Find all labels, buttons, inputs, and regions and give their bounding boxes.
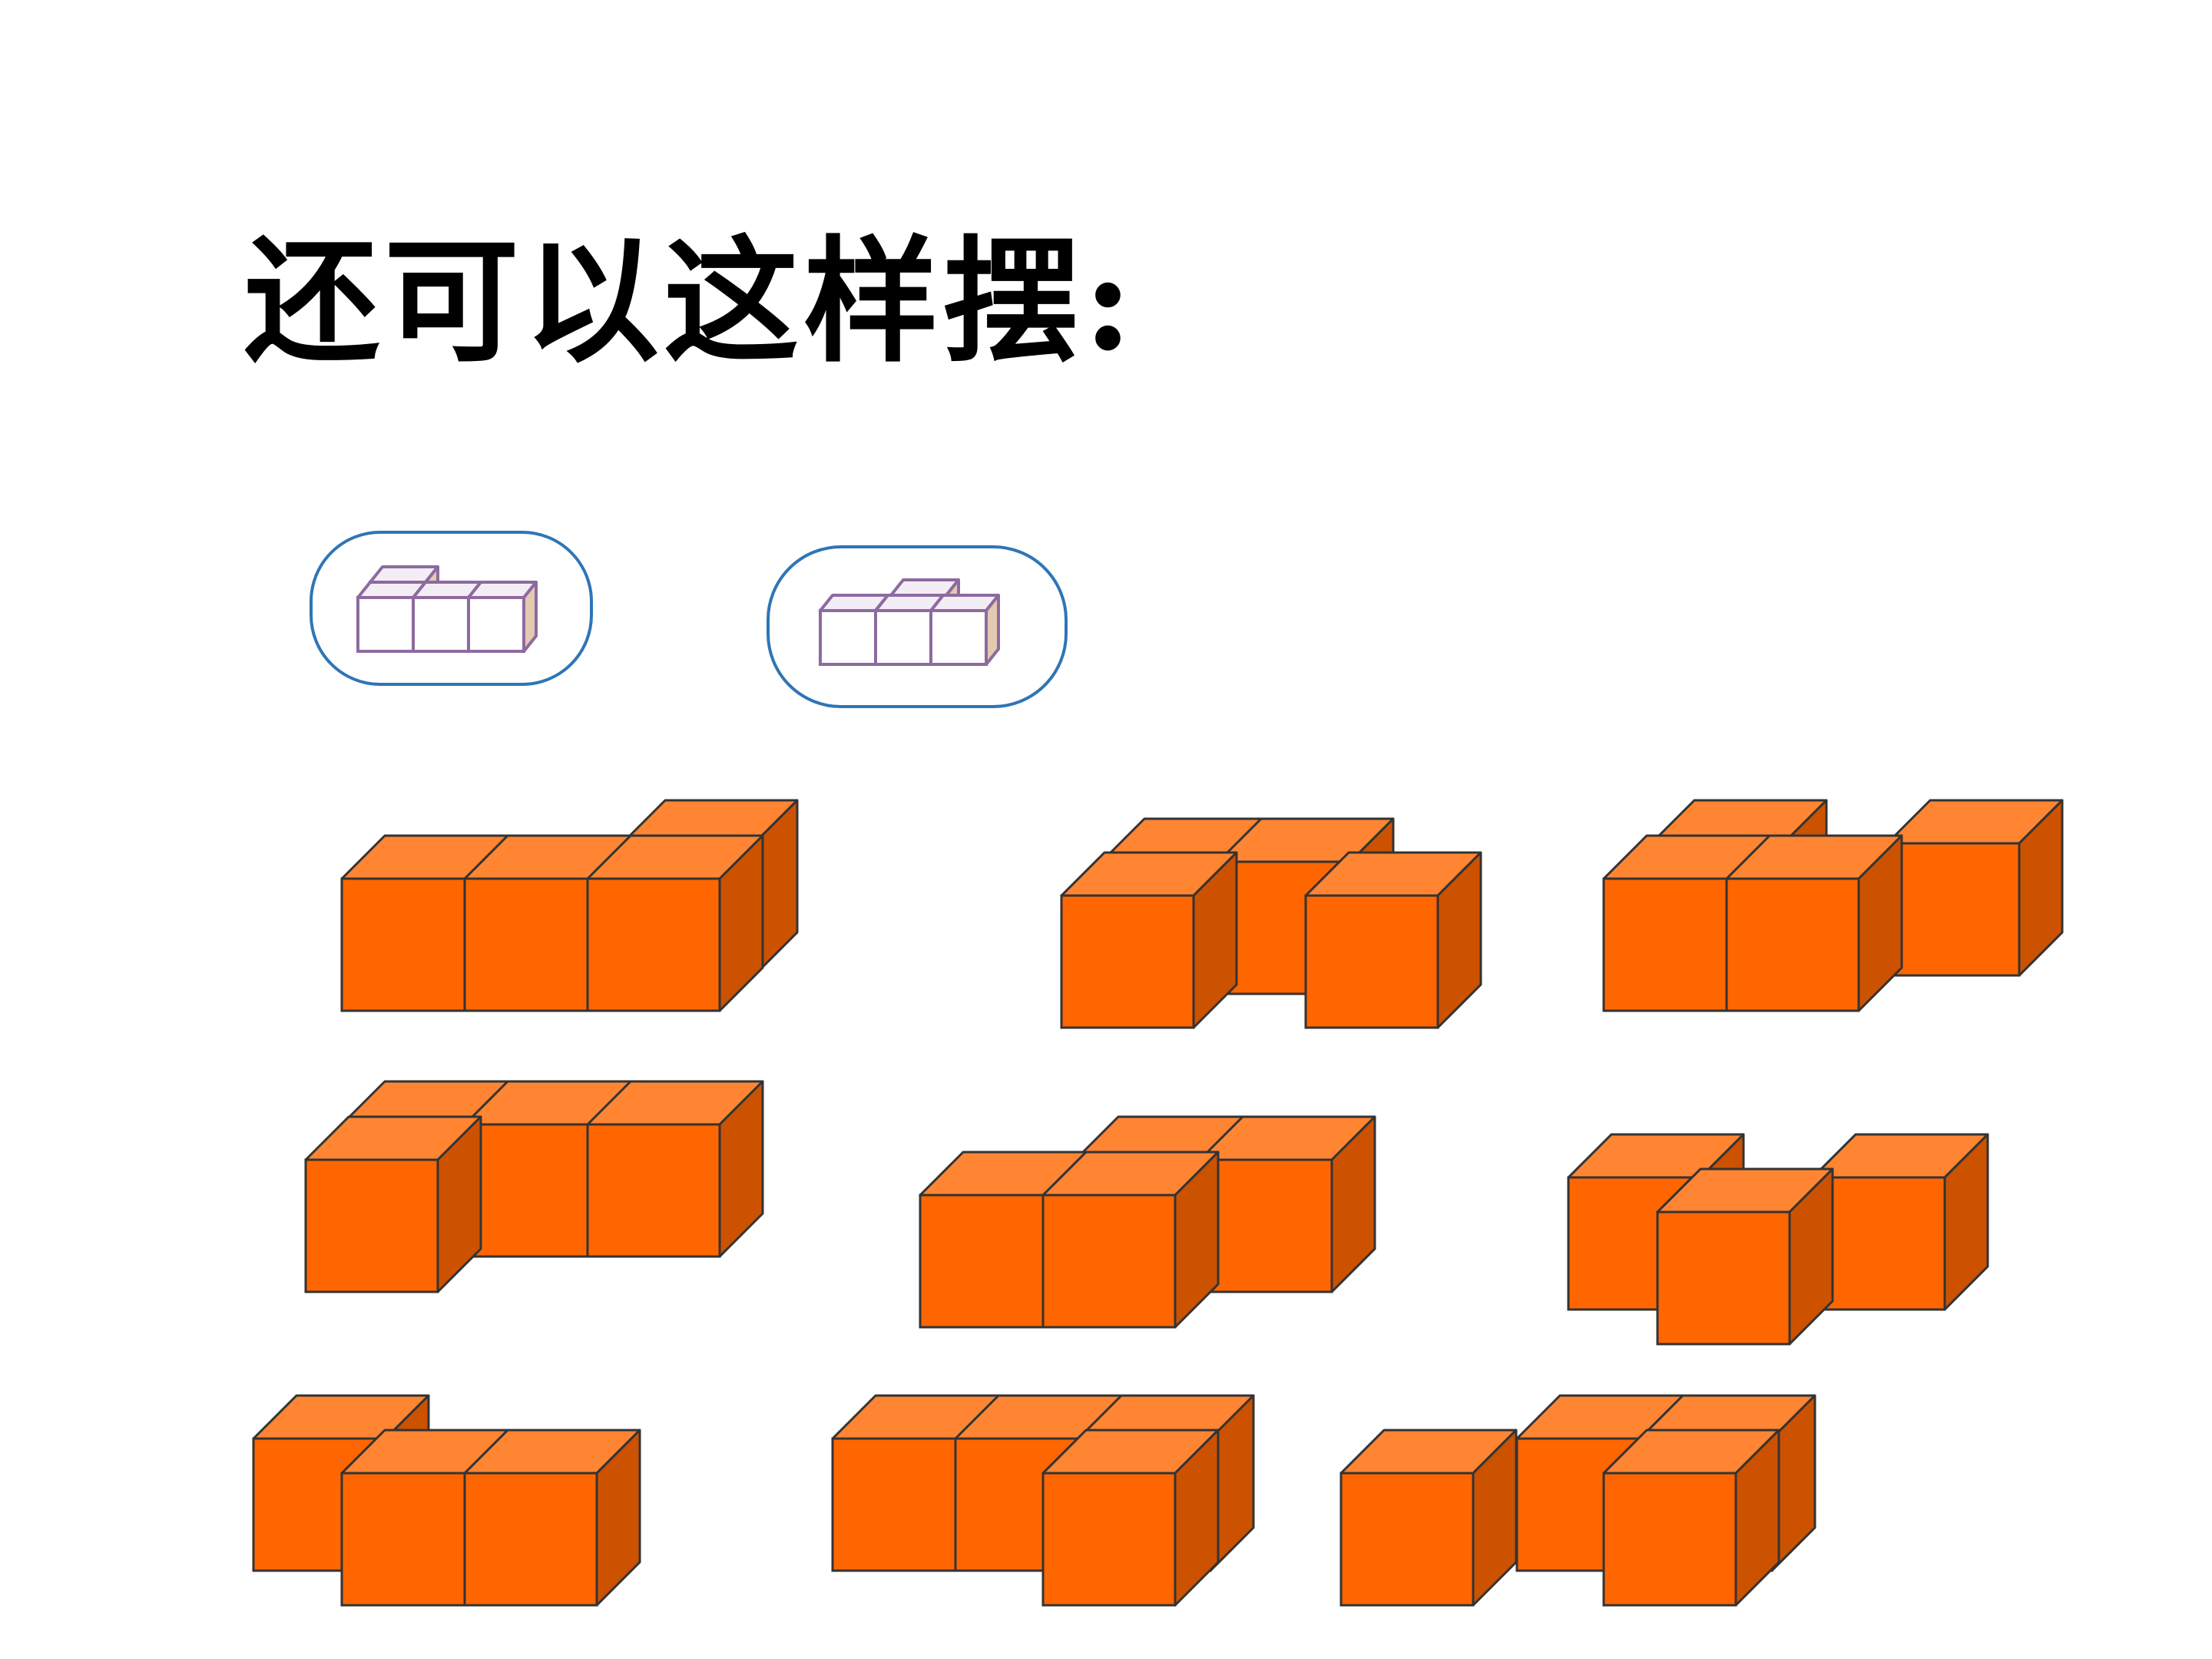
slide-title: 还可以这样摆: [244,222,1137,381]
cube-arrangement-5 [919,1115,1376,1329]
orange-cube [1725,834,1903,1012]
view-card-2 [767,545,1068,708]
cube-arrangement-1 [340,799,799,1012]
cube-arrangement-4 [304,1080,764,1293]
cube-arrangement-8 [831,1394,1255,1607]
orange-cube [1060,851,1238,1029]
orange-cube [586,1080,764,1258]
view-cube [467,581,538,653]
view-card-1 [310,531,593,686]
cube-arrangement-6 [1567,1133,1989,1346]
orange-cube [1656,1167,1834,1346]
orange-cube [1198,1115,1376,1293]
orange-cube [1886,799,2064,977]
orange-cube [1041,1151,1220,1329]
orange-cube [1304,851,1482,1029]
orange-cube [1339,1429,1518,1607]
orange-cube [1811,1133,1989,1311]
view-cube [929,594,1000,666]
orange-cube [1602,1429,1780,1607]
orange-cube [304,1115,482,1293]
orange-cube [463,1429,641,1607]
cube-arrangement-3 [1602,799,2064,1012]
orange-cube [1041,1429,1220,1607]
orange-cube [586,834,764,1012]
cube-arrangement-7 [252,1394,641,1607]
cube-arrangement-2 [1060,817,1482,1029]
cube-arrangement-9 [1339,1394,1816,1607]
